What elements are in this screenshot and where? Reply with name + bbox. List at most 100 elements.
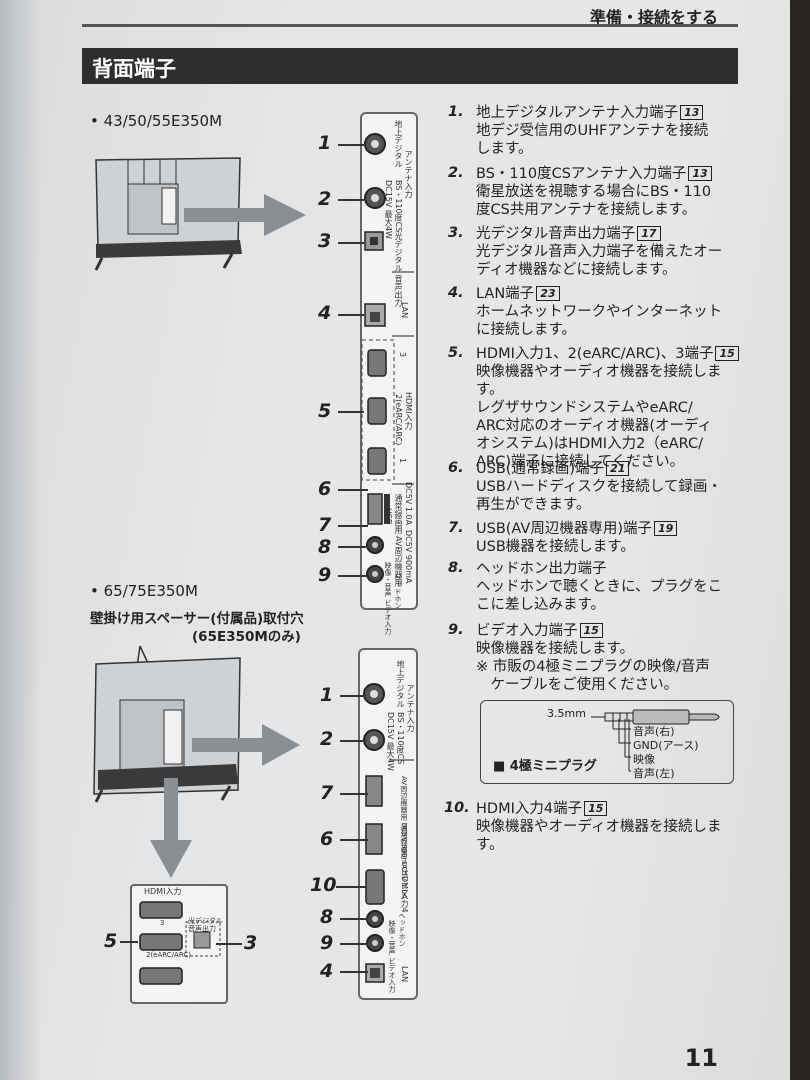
- plug-leader-lines: [612, 719, 631, 772]
- arrow-right-icon: [184, 194, 306, 236]
- callout-line: [336, 886, 366, 888]
- item-number: 6.: [448, 460, 464, 476]
- callout-a-8: 8: [318, 536, 332, 558]
- item-title: ヘッドホン出力端子: [476, 561, 607, 577]
- item-text: レグザサウンドシステムやeARC/: [476, 400, 693, 416]
- label-usb-av: AV周辺機器用: [394, 536, 403, 587]
- spacer-note-line1: 壁掛け用スペーサー(付属品)取付穴: [90, 611, 304, 627]
- item-title: HDMI入力4端子: [476, 801, 583, 817]
- page-number: 11: [684, 1044, 718, 1072]
- callout-line: [120, 941, 138, 943]
- item-text: 再生ができます。: [476, 497, 591, 513]
- callout-line: [340, 740, 366, 742]
- item-text: 衛星放送を視聴する場合にBS・110: [476, 184, 712, 200]
- label-b-usb-av: AV周辺機器用 DC5V 900mA: [400, 776, 408, 870]
- panel-a-ports: [361, 133, 414, 583]
- item-title: HDMI入力1、2(eARC/ARC)、3端子: [476, 346, 714, 362]
- label-b-hdmi4: HDMI入力4: [400, 870, 409, 913]
- tv-rear-illustration-a: [94, 157, 242, 271]
- callout-inset-3: 3: [244, 932, 258, 954]
- item-text: ホームネットワークやインターネット: [476, 304, 723, 320]
- callout-line: [340, 918, 368, 920]
- spacer-note-line2: (65E350Mのみ): [192, 629, 301, 645]
- plug-label-gnd: GND(アース): [633, 739, 699, 752]
- page-ref: 13: [688, 166, 712, 181]
- callout-line: [338, 575, 368, 577]
- label-headphone: ヘッドホン: [394, 574, 402, 609]
- item-title: LAN端子: [476, 286, 535, 302]
- callout-a-5: 5: [318, 400, 332, 422]
- label-video-input: 映像・音声 ビデオ入力: [384, 562, 392, 635]
- plug-icon: [591, 709, 720, 725]
- callout-a-7: 7: [318, 514, 332, 536]
- label-b-dc15v: DC15V 最大4W: [386, 712, 395, 771]
- callout-inset-5: 5: [104, 930, 118, 952]
- item-title: 地上デジタルアンテナ入力端子: [476, 105, 679, 121]
- callout-b-1: 1: [320, 684, 334, 706]
- plug-label-left: 音声(左): [633, 767, 675, 780]
- plug-title: ■ 4極ミニプラグ: [493, 759, 597, 774]
- arrow-right-icon: [192, 724, 300, 766]
- callout-a-9: 9: [318, 564, 332, 586]
- running-head: 準備・接続をする: [589, 8, 718, 27]
- label-b-lan: LAN: [400, 966, 409, 983]
- item-number: 4.: [448, 285, 464, 301]
- inset-label-optical: 光デジタル 音声出力: [188, 917, 223, 933]
- item-text: 光デジタル音声入力端子を備えたオー: [476, 244, 723, 260]
- callout-b-7: 7: [320, 782, 334, 804]
- tv-rear-illustration-b: [93, 645, 241, 803]
- item-text: 映像機器やオーディオ機器を接続します。: [476, 819, 722, 853]
- label-terrestrial: 地上デジタル: [394, 120, 403, 168]
- plug-label-right: 音声(右): [633, 725, 675, 738]
- callout-line: [338, 546, 368, 548]
- inset-ports: [139, 901, 221, 985]
- plug-size: 3.5mm: [547, 707, 586, 720]
- inset-label-hdmi: HDMI入力: [144, 887, 182, 896]
- item-number: 8.: [448, 560, 464, 576]
- item-title: ビデオ入力端子: [476, 623, 578, 639]
- label-b-usb-record: 通常録画用 DC5V 1.0A: [400, 824, 408, 899]
- item-text: ARC対応のオーディオ機器(オーディ: [476, 418, 713, 434]
- item-number: 2.: [448, 165, 464, 181]
- label-b-antenna-input: アンテナ入力: [406, 684, 415, 732]
- page-ref: 19: [654, 521, 678, 536]
- page-ref: 13: [680, 105, 704, 120]
- label-hdmi-3: 3: [398, 352, 407, 358]
- item-text: ディオ機器などに接続します。: [476, 262, 677, 278]
- label-usb: USB: [384, 508, 393, 525]
- page-ref: 15: [715, 346, 739, 361]
- label-optical: 光デジタル 音声出力: [394, 232, 403, 307]
- page-ref: 21: [606, 461, 630, 476]
- item-text: 度CS共用アンテナを接続します。: [476, 202, 697, 218]
- callout-line: [340, 793, 368, 795]
- item-number: 10.: [444, 800, 470, 816]
- item-text: ケーブルをご使用ください。: [476, 677, 679, 693]
- callout-line: [340, 943, 368, 945]
- item-text: ARC)端子に接続してください。: [476, 454, 685, 470]
- item-text: オシステム)はHDMI入力2（eARC/: [476, 436, 704, 452]
- label-b-headphone: ヘッドホン: [398, 912, 406, 947]
- label-antenna-input: アンテナ入力: [404, 150, 413, 198]
- callout-b-9: 9: [320, 932, 334, 954]
- plug-label-video: 映像: [633, 753, 655, 766]
- label-hdmi-2: 2(eARC/ARC): [394, 394, 403, 446]
- callout-line: [338, 525, 368, 527]
- mini-plug-diagram: 3.5mm 音声(右) GND(アース) 映像 音声(左) ■ 4極ミニプラグ: [480, 700, 734, 784]
- callout-line: [340, 839, 368, 841]
- callout-line: [338, 199, 364, 201]
- callout-b-2: 2: [320, 728, 334, 750]
- label-b-video-input: 映像・音声 ビデオ入力: [388, 920, 396, 993]
- item-title: USB(AV周辺機器専用)端子: [476, 521, 652, 537]
- callout-line: [338, 411, 364, 413]
- item-text: こに差し込みます。: [476, 597, 606, 613]
- callout-line: [338, 242, 364, 244]
- label-b-terrestrial: 地上デジタル: [396, 660, 405, 708]
- item-text: USBハードディスクを接続して録画・: [476, 479, 722, 495]
- item-text: USB機器を接続します。: [476, 539, 635, 555]
- section-bar: 背面端子: [82, 48, 738, 84]
- inset-label-2: 2(eARC/ARC): [146, 951, 191, 959]
- item-number: 3.: [448, 225, 464, 241]
- label-hdmi-1: 1: [398, 458, 407, 464]
- callout-a-1: 1: [318, 132, 332, 154]
- arrow-down-icon: [150, 778, 192, 878]
